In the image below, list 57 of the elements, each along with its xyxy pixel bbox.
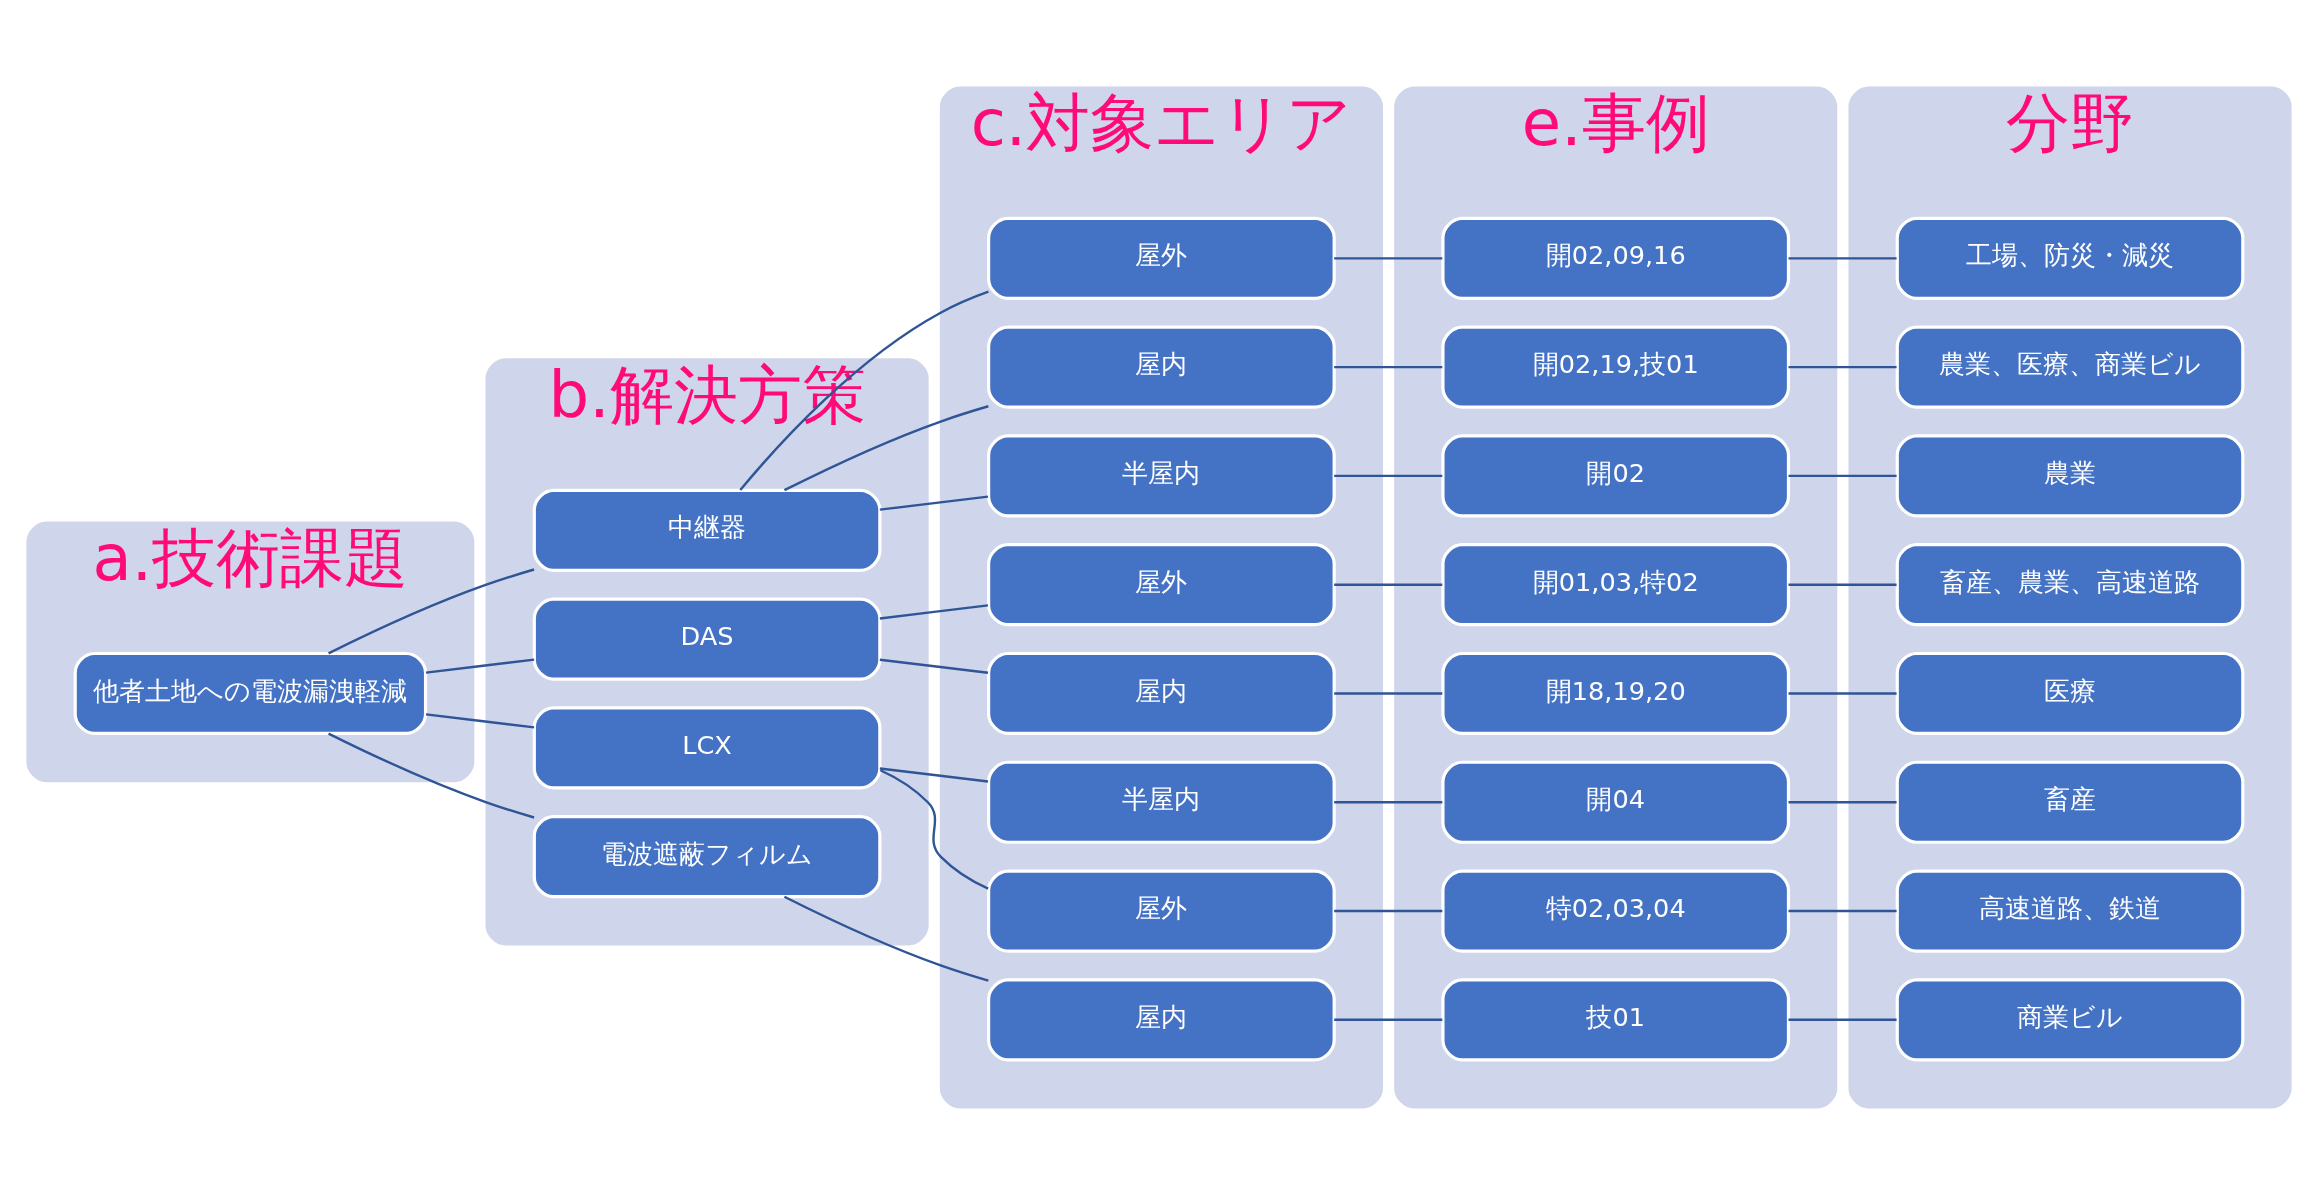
node-box: 半屋内: [987, 760, 1336, 844]
connector: [1334, 474, 1443, 478]
connector: [783, 895, 989, 982]
connector: [1788, 1018, 1897, 1022]
connector: [879, 767, 989, 783]
connector: [879, 604, 989, 620]
connector: [1334, 909, 1443, 913]
connector: [1334, 257, 1443, 260]
connector: [1334, 801, 1443, 804]
node-box: 開01,03,特02: [1441, 543, 1791, 627]
node-box: 屋内: [987, 325, 1336, 409]
connector: [1334, 1018, 1443, 1022]
connector: [1334, 583, 1443, 586]
node-box: 屋外: [987, 543, 1336, 627]
connector: [1788, 474, 1897, 478]
connector: [1788, 257, 1897, 260]
node-box: 特02,03,04: [1441, 869, 1791, 953]
node-box: 開02,19,技01: [1441, 325, 1791, 409]
connector: [328, 568, 535, 655]
node-box: 中継器: [532, 488, 882, 572]
node-box: 畜産、農業、高速道路: [1895, 543, 2245, 627]
node-box: 屋外: [987, 869, 1336, 953]
connector: [1334, 692, 1443, 695]
node-box: 商業ビル: [1895, 978, 2245, 1062]
connector: [328, 732, 535, 819]
node-box: 畜産: [1895, 760, 2245, 844]
node-box: 屋外: [987, 216, 1336, 300]
node-box: 屋内: [987, 651, 1336, 736]
node-box: 医療: [1895, 651, 2245, 736]
node-box: 屋内: [987, 978, 1336, 1062]
node-box: 開02: [1441, 434, 1791, 518]
node-box: 農業、医療、商業ビル: [1895, 325, 2245, 409]
node-box: 半屋内: [987, 434, 1336, 518]
node-box: 技01: [1441, 978, 1791, 1062]
connector: [879, 495, 989, 511]
connector: [739, 290, 989, 491]
connector: [1788, 801, 1897, 804]
connector: [879, 658, 989, 674]
node-box: 電波遮蔽フィルム: [532, 815, 882, 899]
connector: [783, 405, 989, 492]
connector: [1788, 365, 1897, 369]
connector: [879, 769, 989, 890]
node-box: DAS: [532, 597, 882, 681]
connector: [1788, 692, 1897, 695]
node-box: 高速道路、鉄道: [1895, 869, 2245, 953]
node-box: 農業: [1895, 434, 2245, 518]
node-box: 他者土地への電波漏洩軽減: [73, 651, 428, 736]
node-box: 開18,19,20: [1441, 651, 1791, 736]
connector: [1788, 583, 1897, 586]
node-box: 開04: [1441, 760, 1791, 844]
connector: [1334, 365, 1443, 369]
connector: [1788, 909, 1897, 913]
connector: [425, 658, 535, 674]
node-box: 開02,09,16: [1441, 216, 1791, 300]
connector: [425, 713, 535, 729]
node-box: LCX: [532, 706, 882, 790]
node-box: 工場、防災・減災: [1895, 216, 2245, 300]
